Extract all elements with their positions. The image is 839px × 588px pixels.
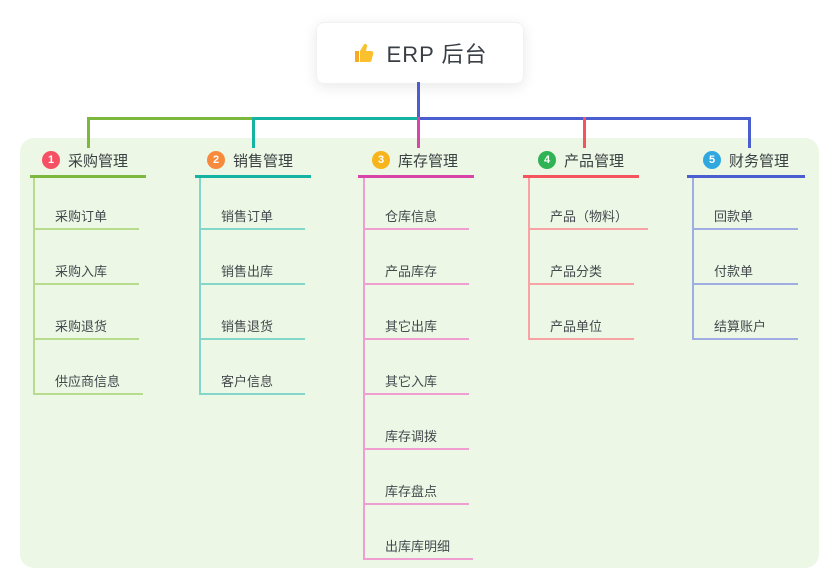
branch-number-badge: 5 [703,151,721,169]
branch-number-badge: 4 [538,151,556,169]
leaf-node[interactable]: 销售退货 [221,319,274,334]
branch-node-finance[interactable]: 5 财务管理 [703,149,789,171]
leaf-underline [528,283,634,285]
leaf-node[interactable]: 销售订单 [221,209,274,224]
leaf-node[interactable]: 采购入库 [55,264,108,279]
leaf-node[interactable]: 供应商信息 [55,374,121,389]
leaf-underline [363,393,469,395]
branch-drop-line-5 [748,117,751,148]
leaf-underline [528,338,634,340]
leaf-underline [363,283,469,285]
branch-node-purchase[interactable]: 1 采购管理 [42,149,128,171]
thumbs-up-icon [354,43,373,62]
leaf-underline [363,503,469,505]
branch-underline [687,175,805,178]
branch-underline [30,175,146,178]
leaf-underline [692,283,798,285]
branch-node-sales[interactable]: 2 销售管理 [207,149,293,171]
branch-spine-line [692,178,694,340]
root-node[interactable]: ERP 后台 [316,22,524,84]
leaf-node[interactable]: 采购订单 [55,209,108,224]
leaf-underline [363,338,469,340]
leaf-node[interactable]: 付款单 [714,264,754,279]
leaf-underline [199,283,305,285]
branch-underline [358,175,474,178]
bus-line-segment-green [87,117,253,120]
leaf-node[interactable]: 产品库存 [385,264,438,279]
leaf-underline [199,228,305,230]
branch-title: 产品管理 [564,152,625,170]
branch-drop-line-4 [583,117,586,148]
leaf-node[interactable]: 产品（物料） [550,209,629,224]
leaf-underline [33,283,139,285]
leaf-underline [363,448,469,450]
branches-panel-background [20,138,819,568]
branch-title: 财务管理 [729,152,790,170]
branch-node-inventory[interactable]: 3 库存管理 [372,149,458,171]
branch-title: 销售管理 [233,152,294,170]
leaf-node[interactable]: 仓库信息 [385,209,438,224]
leaf-underline [33,228,139,230]
branch-drop-line-3 [417,117,420,148]
root-connector-line [417,82,420,120]
leaf-node[interactable]: 库存调拨 [385,429,438,444]
leaf-node[interactable]: 库存盘点 [385,484,438,499]
leaf-underline [528,228,648,230]
branch-spine-line [528,178,530,340]
branch-node-product[interactable]: 4 产品管理 [538,149,624,171]
leaf-node[interactable]: 产品单位 [550,319,603,334]
branch-number-badge: 2 [207,151,225,169]
leaf-underline [363,228,469,230]
leaf-node[interactable]: 其它出库 [385,319,438,334]
leaf-underline [692,228,798,230]
branch-underline [523,175,639,178]
leaf-node[interactable]: 客户信息 [221,374,274,389]
branch-spine-line [199,178,201,395]
branch-drop-line-1 [87,117,90,148]
leaf-underline [33,393,143,395]
branch-drop-line-2 [252,117,255,148]
leaf-node[interactable]: 结算账户 [714,319,767,334]
root-node-title: ERP 后台 [386,42,488,67]
leaf-underline [199,338,305,340]
branch-title: 库存管理 [398,152,459,170]
leaf-node[interactable]: 销售出库 [221,264,274,279]
branch-number-badge: 1 [42,151,60,169]
branch-spine-line [363,178,365,560]
leaf-node[interactable]: 采购退货 [55,319,108,334]
bus-line-segment-teal [253,117,418,120]
leaf-node[interactable]: 回款单 [714,209,754,224]
leaf-node[interactable]: 出库库明细 [385,539,451,554]
branch-underline [195,175,311,178]
branch-spine-line [33,178,35,395]
leaf-node[interactable]: 其它入库 [385,374,438,389]
leaf-underline [33,338,139,340]
branch-title: 采购管理 [68,152,129,170]
leaf-underline [199,393,305,395]
leaf-underline [363,558,473,560]
branch-number-badge: 3 [372,151,390,169]
leaf-underline [692,338,798,340]
leaf-node[interactable]: 产品分类 [550,264,603,279]
